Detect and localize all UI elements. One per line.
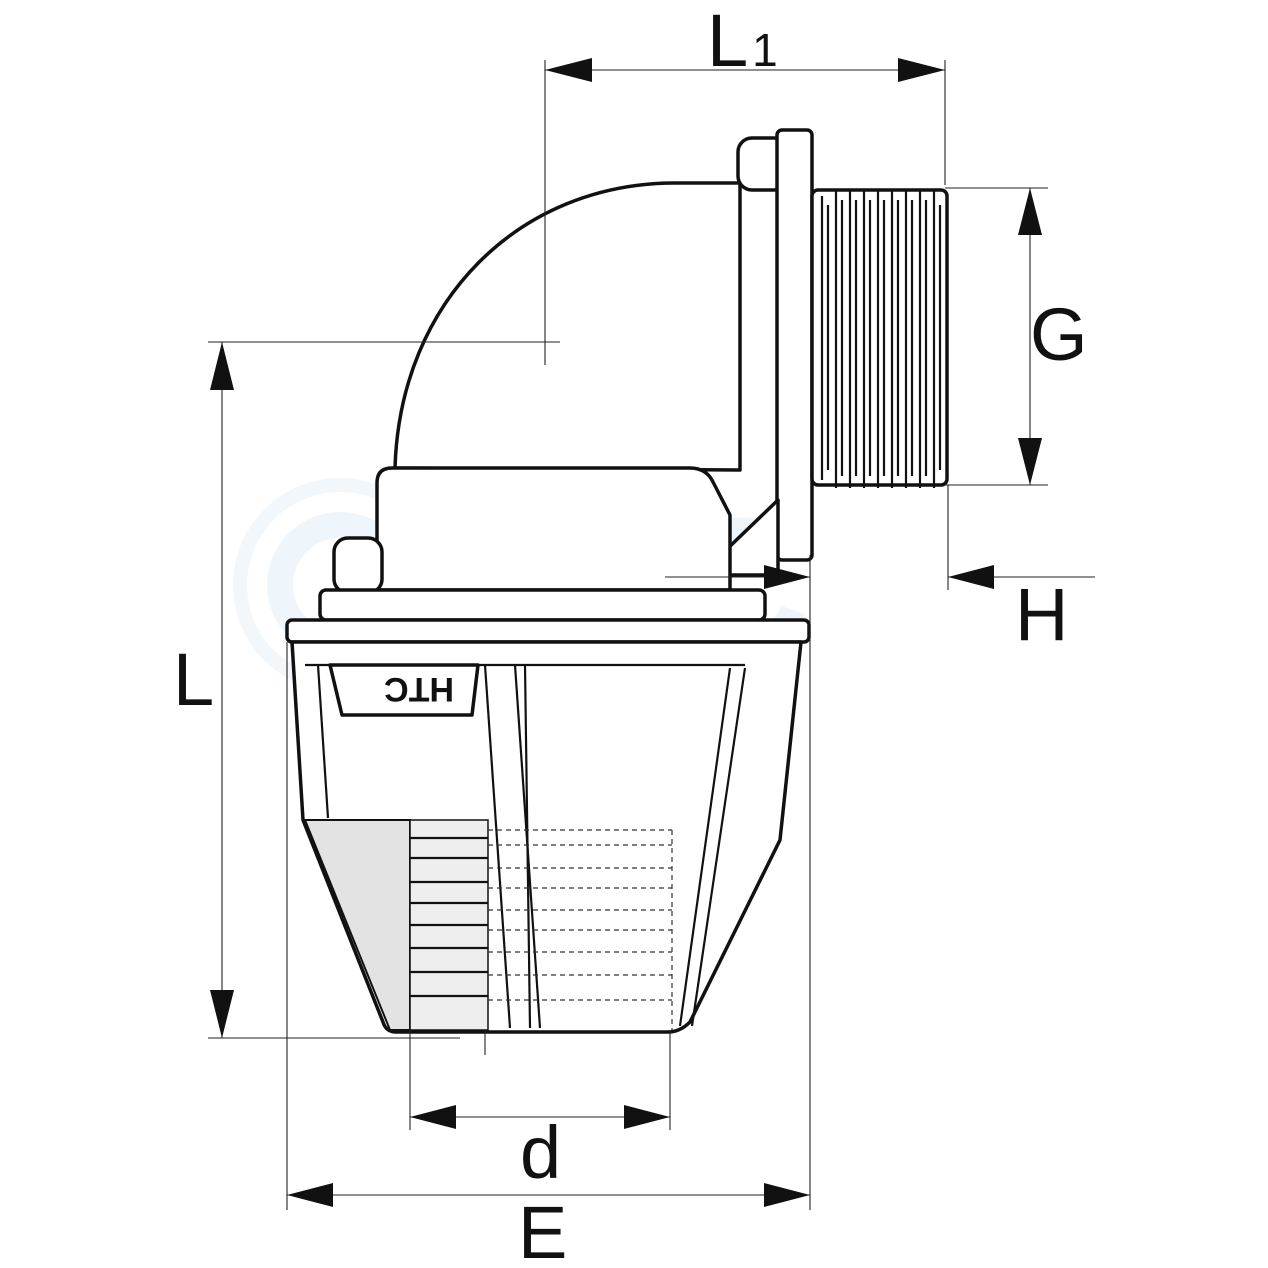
dimension-L1: L1: [544, 0, 946, 365]
dimension-L: L: [173, 341, 560, 1039]
cross-section: [303, 819, 673, 1031]
label-E: E: [518, 1191, 567, 1268]
label-L: L: [173, 638, 214, 721]
label-d: d: [520, 1111, 561, 1194]
label-H: H: [1015, 573, 1068, 656]
label-L1: L1: [707, 0, 778, 82]
brand-mark: HTC: [384, 670, 454, 708]
brand-plate: HTC: [328, 663, 480, 717]
dimension-d: d: [409, 1030, 671, 1194]
dimension-H: H: [665, 485, 1095, 656]
cap-ribs: [305, 663, 747, 1029]
dimension-E: E: [286, 590, 811, 1268]
male-thread: [810, 188, 949, 488]
label-G: G: [1030, 293, 1088, 376]
dimension-G: G: [945, 187, 1088, 486]
elbow-body: [285, 128, 814, 1034]
